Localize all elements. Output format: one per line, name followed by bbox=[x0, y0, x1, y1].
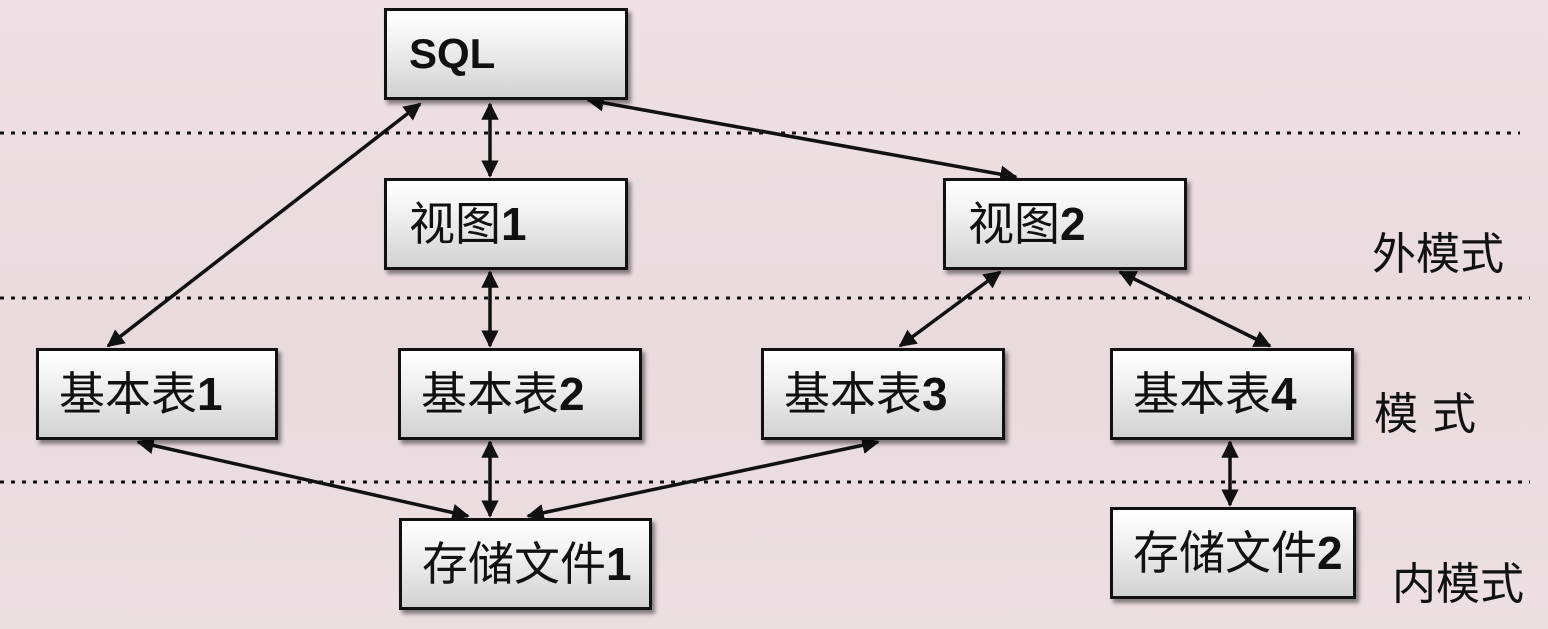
node-table3-label: 基本表 bbox=[784, 367, 922, 421]
node-table1-number: 1 bbox=[197, 368, 223, 420]
node-table4-label: 基本表 bbox=[1133, 367, 1271, 421]
edge-view2-table4 bbox=[1118, 270, 1272, 348]
edge-sql-table1 bbox=[106, 102, 422, 348]
node-sql-label: SQL bbox=[409, 30, 496, 77]
node-file1-number: 1 bbox=[606, 538, 632, 590]
node-view1-label: 视图 bbox=[409, 197, 501, 251]
edge-sql-view2 bbox=[586, 94, 1018, 183]
level-label-conceptual: 模 式 bbox=[1374, 389, 1476, 440]
edge-table1-file1 bbox=[136, 436, 470, 522]
node-table1-label: 基本表 bbox=[59, 367, 197, 421]
node-file2-label: 存储文件 bbox=[1133, 526, 1317, 580]
level-label-internal: 内模式 bbox=[1392, 559, 1524, 610]
node-file2-number: 2 bbox=[1317, 527, 1343, 579]
edge-view2-table3 bbox=[898, 270, 1002, 348]
node-table4-number: 4 bbox=[1271, 368, 1297, 420]
level-label-external: 外模式 bbox=[1372, 229, 1504, 280]
node-view2-number: 2 bbox=[1060, 198, 1086, 250]
node-view1-number: 1 bbox=[501, 198, 527, 250]
node-table2-number: 2 bbox=[559, 368, 585, 420]
node-view2-label: 视图 bbox=[968, 197, 1060, 251]
node-file1-label: 存储文件 bbox=[422, 537, 606, 591]
edge-table3-file1 bbox=[526, 436, 880, 522]
node-table2-label: 基本表 bbox=[421, 367, 559, 421]
node-table3-number: 3 bbox=[922, 368, 948, 420]
node-sql: SQL bbox=[384, 8, 628, 100]
